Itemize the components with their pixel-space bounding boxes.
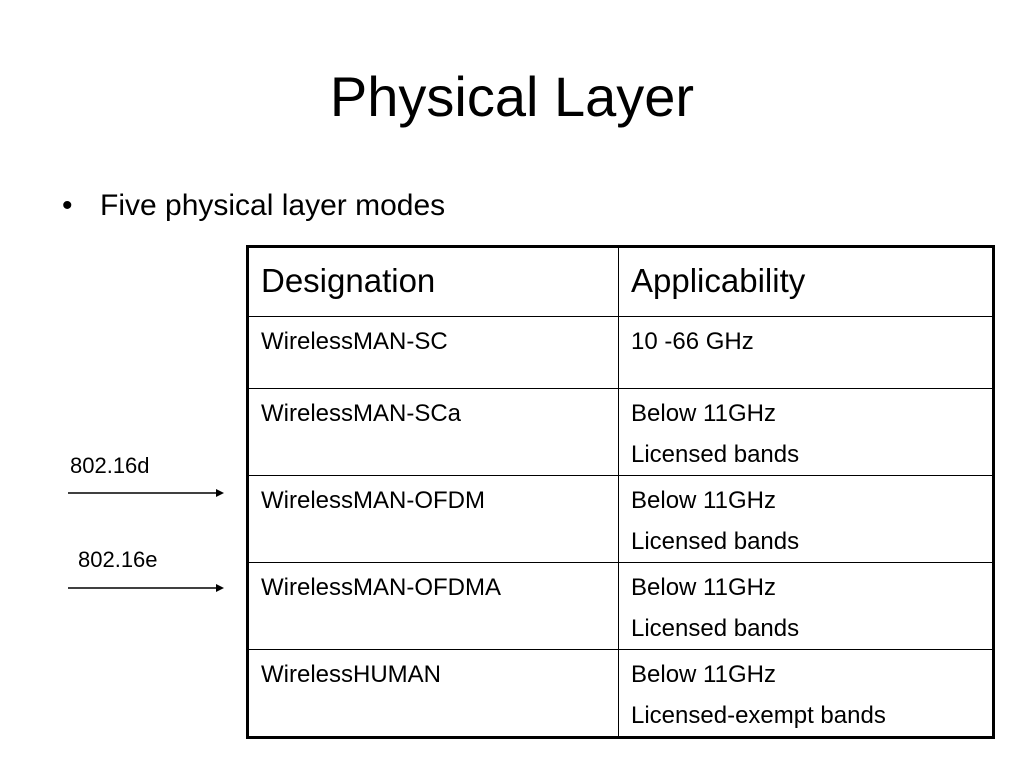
annotation-label-802-16e: 802.16e [78, 547, 158, 572]
physical-layer-modes-table: Designation Applicability WirelessMAN-SC… [246, 245, 995, 739]
table-row: WirelessMAN-OFDMA Below 11GHz Licensed b… [247, 562, 994, 650]
applicability-line: Licensed bands [631, 528, 800, 555]
annotation-label-802-16d: 802.16d [70, 453, 150, 478]
arrow-right-icon [68, 584, 224, 592]
bullet-dot-icon: • [62, 189, 73, 222]
applicability-line: 10 -66 GHz [631, 328, 754, 355]
applicability-line: Licensed bands [631, 441, 800, 468]
applicability-line: Below 11GHz [631, 661, 776, 688]
applicability-line: Below 11GHz [631, 400, 776, 427]
cell-applicability: Below 11GHz Licensed bands [618, 388, 994, 476]
cell-applicability: Below 11GHz Licensed bands [618, 562, 994, 650]
table-row: WirelessHUMAN Below 11GHz Licensed-exemp… [247, 649, 994, 738]
table-row: WirelessMAN-SC 10 -66 GHz [247, 316, 994, 389]
table-row: WirelessMAN-OFDM Below 11GHz Licensed ba… [247, 475, 994, 563]
arrow-right-icon [68, 489, 224, 497]
header-applicability: Applicability [618, 246, 994, 317]
cell-designation: WirelessMAN-OFDM [247, 475, 619, 563]
bullet-text: Five physical layer modes [100, 189, 446, 222]
cell-applicability: Below 11GHz Licensed-exempt bands [618, 649, 994, 738]
table-row: WirelessMAN-SCa Below 11GHz Licensed ban… [247, 388, 994, 476]
cell-designation: WirelessMAN-OFDMA [247, 562, 619, 650]
applicability-line: Below 11GHz [631, 487, 776, 514]
header-designation: Designation [247, 246, 619, 317]
bullet-item: • Five physical layer modes [62, 188, 445, 224]
applicability-line: Licensed-exempt bands [631, 702, 886, 729]
applicability-line: Licensed bands [631, 615, 800, 642]
table-header-row: Designation Applicability [247, 246, 994, 317]
cell-applicability: Below 11GHz Licensed bands [618, 475, 994, 563]
slide-title: Physical Layer [329, 65, 695, 128]
applicability-line: Below 11GHz [631, 574, 776, 601]
cell-designation: WirelessMAN-SCa [247, 388, 619, 476]
cell-designation: WirelessHUMAN [247, 649, 619, 738]
cell-designation: WirelessMAN-SC [247, 316, 619, 389]
cell-applicability: 10 -66 GHz [618, 316, 994, 389]
